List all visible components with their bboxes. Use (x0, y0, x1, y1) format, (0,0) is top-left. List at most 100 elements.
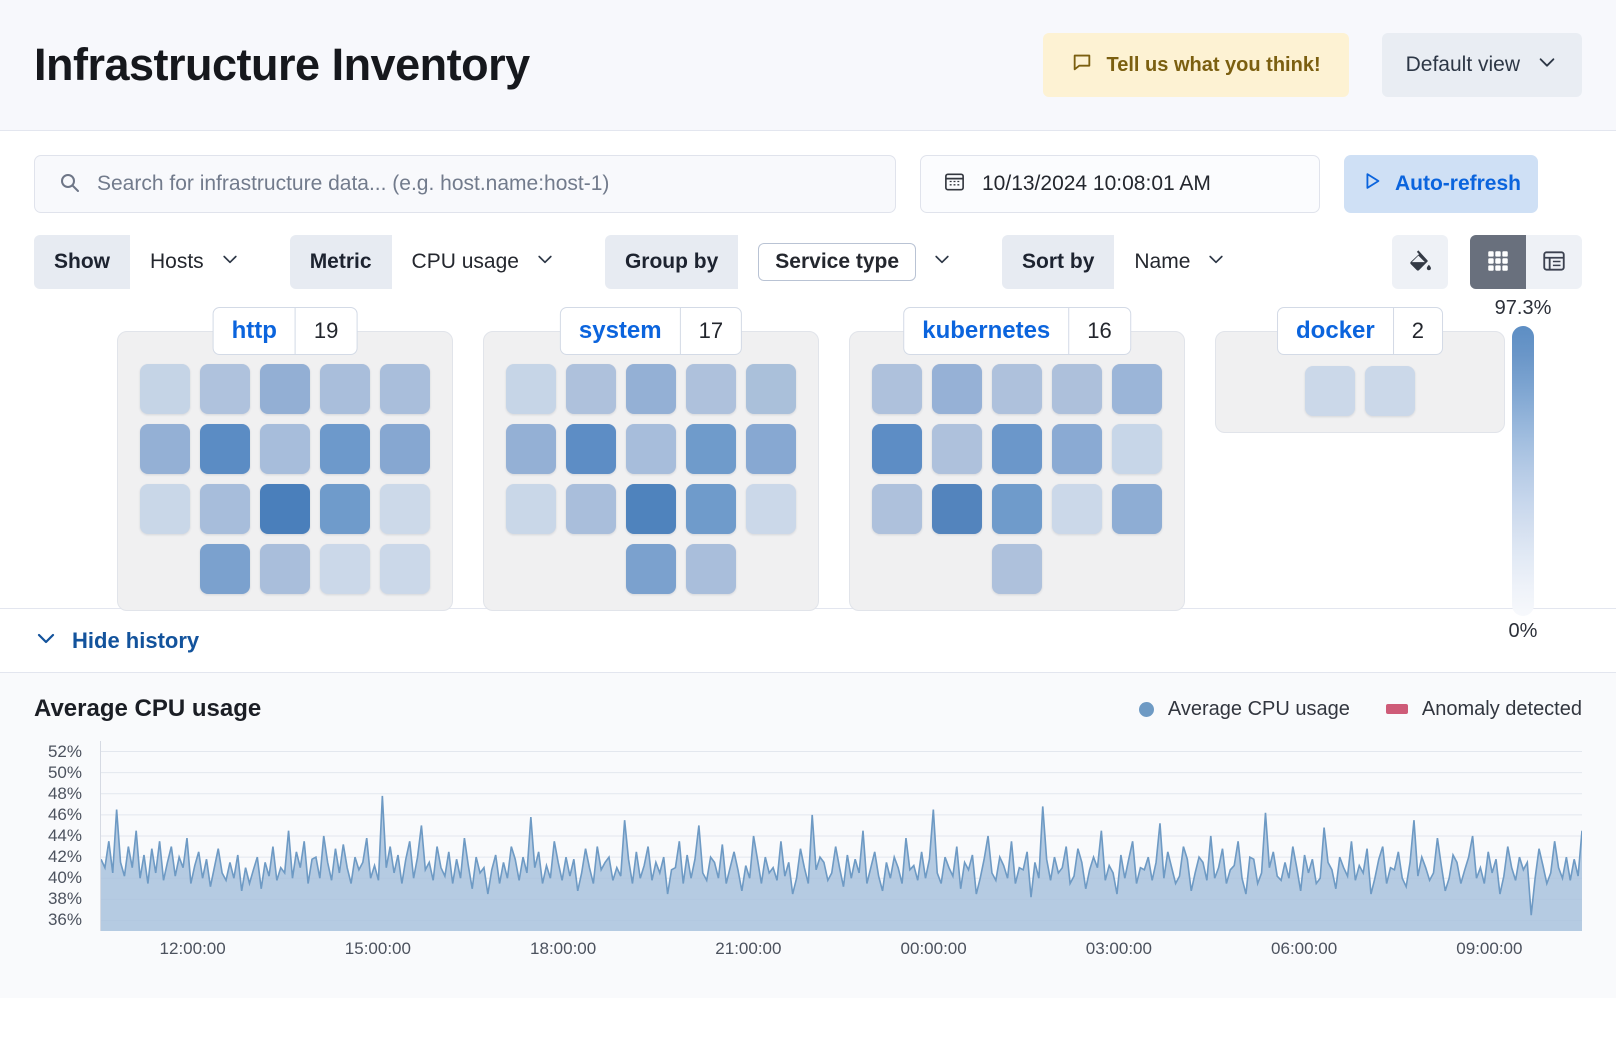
host-tile[interactable] (506, 424, 556, 474)
host-tile[interactable] (506, 364, 556, 414)
chevron-down-icon (220, 249, 240, 275)
host-tile[interactable] (1305, 366, 1355, 416)
host-tile[interactable] (140, 424, 190, 474)
host-tile[interactable] (1112, 364, 1162, 414)
host-tile[interactable] (566, 484, 616, 534)
host-tile[interactable] (320, 364, 370, 414)
group-count: 16 (1068, 308, 1129, 354)
host-tile[interactable] (140, 364, 190, 414)
tile-grid (872, 364, 1162, 594)
auto-refresh-button[interactable]: Auto-refresh (1344, 155, 1538, 213)
search-icon (57, 170, 81, 199)
host-tile[interactable] (566, 364, 616, 414)
host-tile[interactable] (992, 484, 1042, 534)
host-tile[interactable] (992, 364, 1042, 414)
group-count: 19 (294, 308, 356, 354)
host-tile[interactable] (1365, 366, 1415, 416)
host-tile[interactable] (932, 424, 982, 474)
host-tile[interactable] (200, 544, 250, 594)
grid-view-button[interactable] (1470, 235, 1526, 289)
filter-show-value[interactable]: Hosts (130, 235, 260, 289)
host-tile[interactable] (320, 544, 370, 594)
x-axis-tick: 00:00:00 (900, 939, 967, 958)
date-picker[interactable]: 10/13/2024 10:08:01 AM (920, 155, 1320, 213)
host-tile[interactable] (932, 364, 982, 414)
chart-title: Average CPU usage (34, 695, 262, 722)
host-tile[interactable] (626, 424, 676, 474)
paint-bucket-button[interactable] (1392, 235, 1448, 289)
scale-min-label: 0% (1508, 620, 1538, 642)
group-body (483, 331, 819, 611)
filter-show-text: Hosts (150, 250, 204, 273)
host-tile[interactable] (1112, 484, 1162, 534)
host-tile[interactable] (626, 544, 676, 594)
filter-group-by[interactable]: Group by Service type (604, 235, 972, 289)
tile-spacer (506, 544, 556, 594)
host-tile[interactable] (380, 424, 430, 474)
filter-metric-value[interactable]: CPU usage (392, 235, 575, 289)
scale-max-label: 97.3% (1494, 297, 1552, 319)
host-tile[interactable] (686, 484, 736, 534)
table-view-button[interactable] (1526, 235, 1582, 289)
host-tile[interactable] (506, 484, 556, 534)
host-tile[interactable] (1052, 364, 1102, 414)
host-tile[interactable] (746, 364, 796, 414)
search-input[interactable]: Search for infrastructure data... (e.g. … (34, 155, 896, 213)
filter-sort-by[interactable]: Sort by Name (1002, 235, 1246, 289)
filter-group-by-label: Group by (604, 235, 739, 289)
chart-plot-area[interactable] (100, 741, 1582, 931)
filter-show[interactable]: Show Hosts (34, 235, 260, 289)
host-tile[interactable] (992, 544, 1042, 594)
host-tile[interactable] (380, 484, 430, 534)
host-tile[interactable] (380, 544, 430, 594)
default-view-button[interactable]: Default view (1381, 33, 1582, 97)
chart-legend: Average CPU usage Anomaly detected (1138, 698, 1582, 721)
feedback-button[interactable]: Tell us what you think! (1042, 33, 1349, 97)
host-tile[interactable] (320, 484, 370, 534)
host-tile[interactable] (872, 364, 922, 414)
host-tile[interactable] (686, 544, 736, 594)
host-tile[interactable] (200, 484, 250, 534)
host-tile[interactable] (200, 364, 250, 414)
controls-section: Search for infrastructure data... (e.g. … (0, 131, 1616, 289)
filter-metric[interactable]: Metric CPU usage (289, 235, 575, 289)
filter-group-by-value[interactable]: Service type (738, 235, 972, 289)
host-tile[interactable] (686, 424, 736, 474)
host-tile[interactable] (686, 364, 736, 414)
legend-bar-icon (1385, 704, 1408, 714)
host-tile[interactable] (1112, 424, 1162, 474)
host-tile[interactable] (872, 424, 922, 474)
hide-history-toggle[interactable]: Hide history (0, 609, 1616, 673)
host-tile[interactable] (260, 424, 310, 474)
host-tile[interactable] (992, 424, 1042, 474)
chevron-down-icon (1536, 51, 1558, 79)
host-tile[interactable] (566, 424, 616, 474)
host-tile[interactable] (260, 364, 310, 414)
host-tile[interactable] (320, 424, 370, 474)
host-tile[interactable] (626, 484, 676, 534)
filter-sort-by-value[interactable]: Name (1114, 235, 1246, 289)
host-tile[interactable] (1052, 424, 1102, 474)
host-tile[interactable] (626, 364, 676, 414)
host-tile[interactable] (746, 424, 796, 474)
host-tile[interactable] (380, 364, 430, 414)
host-tile[interactable] (140, 484, 190, 534)
host-tile[interactable] (872, 484, 922, 534)
host-tile[interactable] (200, 424, 250, 474)
host-tile[interactable] (260, 484, 310, 534)
host-tile[interactable] (932, 484, 982, 534)
host-tile[interactable] (746, 484, 796, 534)
host-tile[interactable] (260, 544, 310, 594)
calendar-icon (943, 170, 966, 198)
host-tile[interactable] (1052, 484, 1102, 534)
